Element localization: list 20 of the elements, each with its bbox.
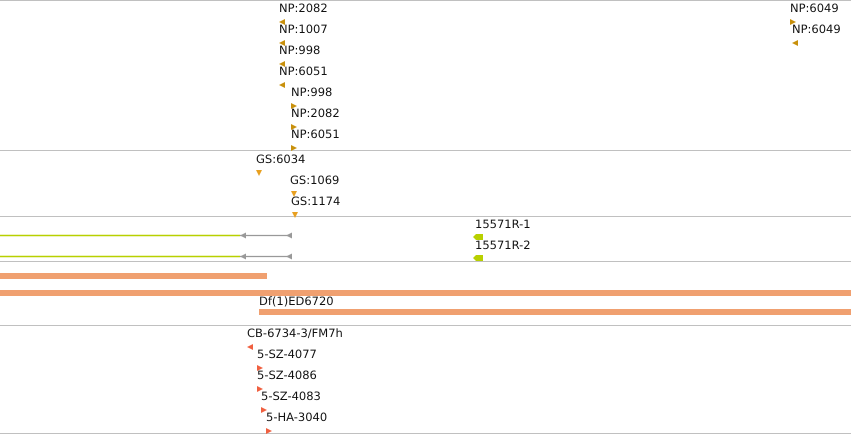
feature-label: NP:2082 (279, 1, 328, 15)
feature-label: NP:2082 (291, 106, 340, 120)
feature-label: NP:1007 (279, 22, 328, 36)
feature-label: GS:1069 (290, 173, 340, 187)
feature-label: NP:6049 (792, 22, 841, 36)
feature-label: GS:1174 (291, 194, 340, 208)
feature-label: NP:6049 (790, 1, 839, 15)
feature-label: 5-SZ-4086 (257, 368, 317, 382)
feature-label: NP:6051 (279, 64, 328, 78)
feature-label: 15571R-2 (475, 238, 531, 252)
feature-label: 15571R-1 (475, 217, 531, 231)
feature-label: NP:998 (291, 85, 332, 99)
feature-label: GS:6034 (256, 152, 306, 166)
feature-label: 5-SZ-4083 (261, 389, 321, 403)
feature-label: Df(1)ED6720 (259, 294, 334, 308)
feature-label: 5-HA-3040 (266, 410, 328, 424)
feature-label: NP:6051 (291, 127, 340, 141)
feature-label: CB-6734-3/FM7h (247, 326, 343, 340)
feature-label: NP:998 (279, 43, 320, 57)
feature-label: 5-SZ-4077 (257, 347, 317, 361)
